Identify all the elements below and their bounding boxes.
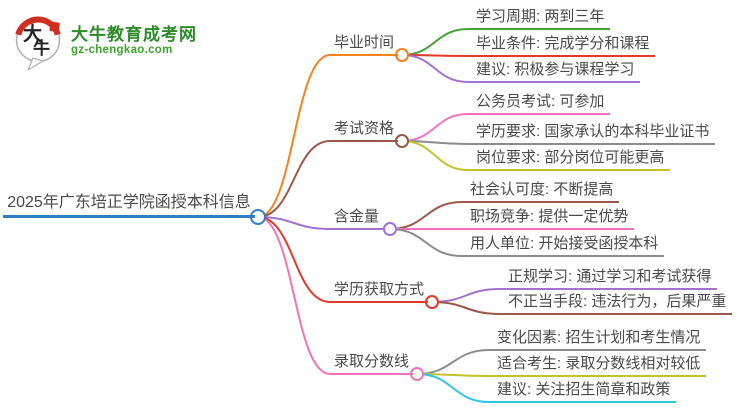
branch-node-admission-score: 录取分数线 (330, 351, 414, 375)
site-logo[interactable]: 大 牛 大牛教育成考网 gz-chengkao.com (14, 16, 197, 72)
leaf-node: 不正当手段: 违法行为，后果严重 (500, 291, 733, 315)
bubble-tail (26, 57, 45, 72)
link-leaf (401, 113, 469, 142)
leaf-node: 公务员考试: 可参加 (468, 91, 611, 115)
leaf-node: 职场竞争: 提供一定优势 (462, 206, 635, 230)
logo-char-da: 大 (23, 24, 43, 45)
leaf-node: 学历要求: 国家承认的本科毕业证书 (468, 121, 716, 145)
leaf-node: 用人单位: 开始接受函授本科 (462, 233, 665, 257)
branch-node-value: 含金量 (330, 206, 384, 230)
link-root-exam-eligibility (257, 140, 331, 218)
link-root-value (257, 216, 331, 230)
link-leaf (416, 349, 490, 375)
logo-bubble-icon: 大 牛 (14, 16, 62, 72)
root-node: 2025年广东培正学院函授本科信息 (3, 191, 255, 218)
leaf-node: 正规学习: 通过学习和考试获得 (500, 266, 718, 290)
leaf-node: 毕业条件: 完成学分和课程 (468, 33, 656, 57)
link-root-graduation-time (257, 54, 331, 218)
logo-bubble-shape (15, 16, 61, 72)
link-root-admission-score (257, 216, 331, 375)
link-root-degree-method (257, 216, 331, 303)
site-name: 大牛教育成考网 (71, 24, 197, 44)
link-leaf (416, 373, 490, 403)
link-leaf (431, 301, 501, 315)
leaf-node: 建议: 关注招生简章和政策 (489, 379, 677, 403)
branch-node-exam-eligibility: 考试资格 (330, 118, 399, 142)
leaf-node: 社会认可度: 不断提高 (462, 179, 620, 203)
leaf-node: 学习周期: 两到三年 (468, 6, 611, 30)
leaf-node: 适合考生: 录取分数线相对较低 (489, 353, 707, 377)
logo-seal-icon (49, 21, 60, 33)
link-leaf (401, 54, 469, 83)
link-leaf (431, 288, 501, 303)
logo-char-niu: 牛 (33, 39, 50, 58)
link-leaf (389, 228, 463, 257)
link-leaf (401, 28, 469, 56)
link-leaf (389, 201, 463, 230)
toggle-circle-value[interactable] (383, 222, 397, 236)
logo-text: 大牛教育成考网 gz-chengkao.com (71, 25, 197, 58)
leaf-node: 岗位要求: 部分岗位可能更高 (468, 147, 671, 171)
branch-node-graduation-time: 毕业时间 (330, 32, 399, 56)
leaf-node: 建议: 积极参与课程学习 (468, 59, 641, 83)
site-domain: gz-chengkao.com (71, 44, 173, 57)
branch-node-degree-method: 学历获取方式 (330, 279, 429, 303)
leaf-node: 变化因素: 招生计划和考生情况 (489, 327, 707, 351)
link-leaf (401, 140, 469, 171)
